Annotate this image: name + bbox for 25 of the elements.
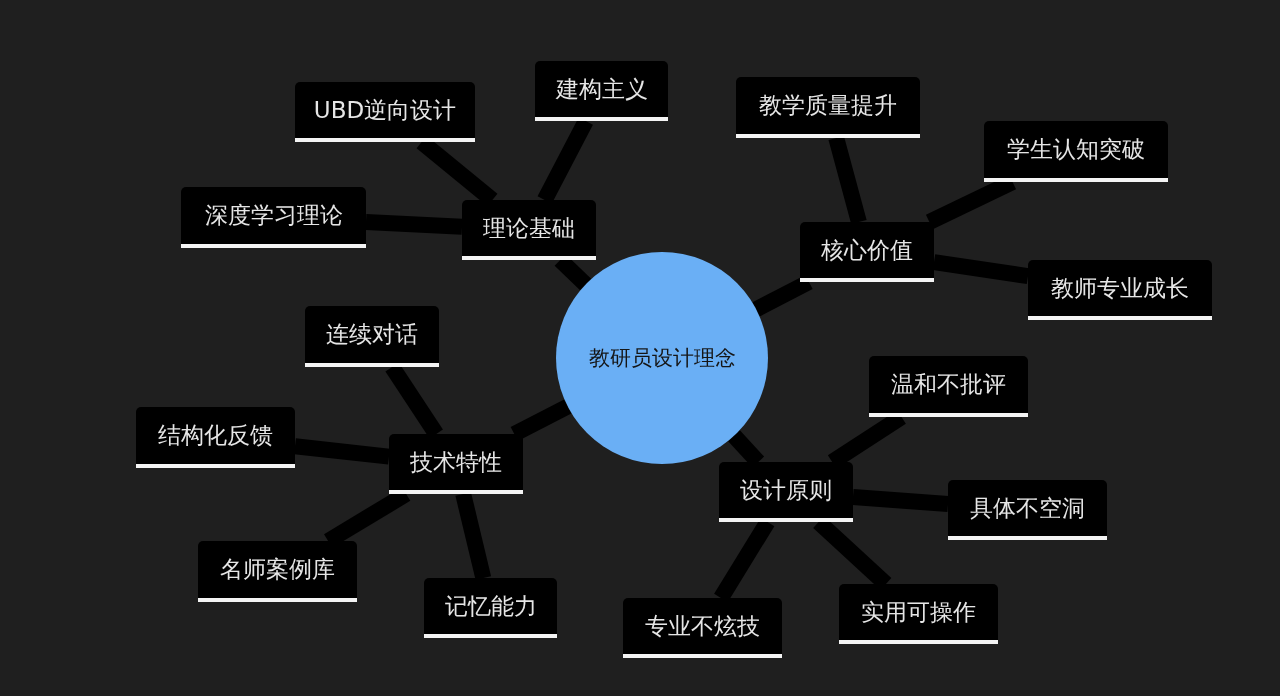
leaf-box: 实用可操作 [839,584,998,644]
leaf-box: 教师专业成长 [1028,260,1212,320]
leaf-box: 学生认知突破 [984,121,1168,182]
leaf-box: 名师案例库 [198,541,357,602]
leaf-box: UBD逆向设计 [295,82,475,142]
leaf-box: 建构主义 [535,61,668,121]
connector-line [455,492,492,580]
connector-line [365,214,463,235]
connector-line [828,135,867,225]
connector-line [852,489,949,513]
leaf-box: 深度学习理论 [181,187,366,248]
leaf-box: 记忆能力 [424,578,557,638]
leaf-box: 温和不批评 [869,356,1028,417]
leaf-box: 结构化反馈 [136,407,295,468]
leaf-box: 专业不炫技 [623,598,782,658]
connector-line [932,254,1030,285]
leaf-box: 连续对话 [305,306,439,367]
leaf-box: 具体不空洞 [948,480,1107,540]
connector-line [294,438,390,465]
branch-box: 技术特性 [389,434,523,494]
leaf-box: 教学质量提升 [736,77,920,138]
branch-box: 理论基础 [462,200,596,260]
branch-box: 设计原则 [719,462,853,522]
topic-circle: 教研员设计理念 [556,252,768,464]
branch-box: 核心价值 [800,222,934,282]
